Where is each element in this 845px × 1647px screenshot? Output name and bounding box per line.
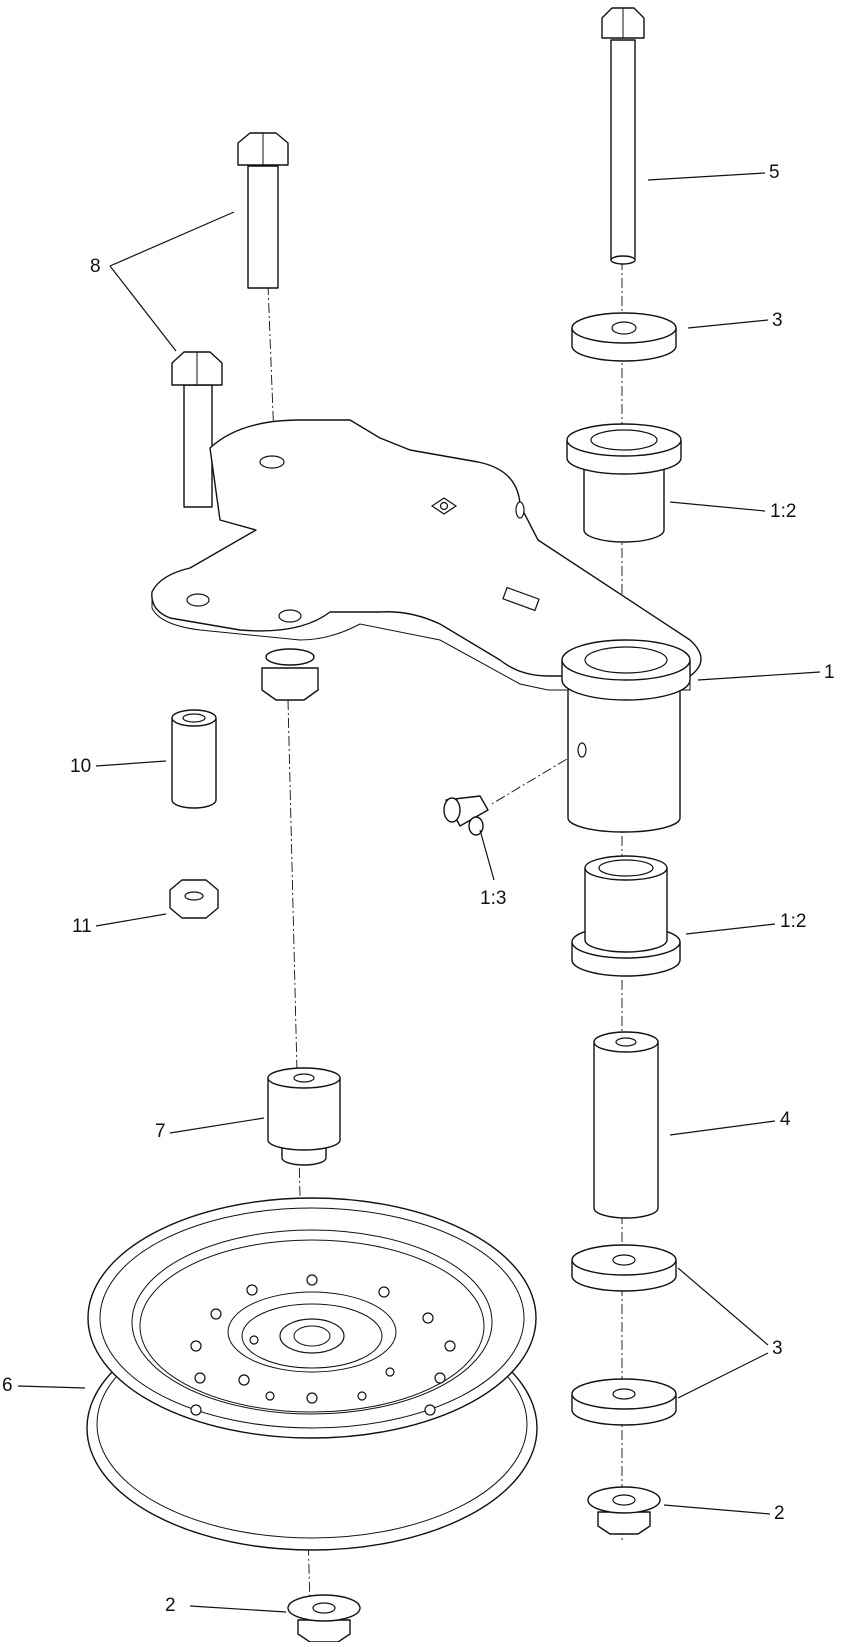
callout-1-2-top: 1:2 bbox=[770, 501, 797, 522]
callout-1-2-bottom: 1:2 bbox=[780, 911, 807, 932]
callout-4: 4 bbox=[780, 1109, 791, 1130]
callout-3-lower: 3 bbox=[772, 1338, 783, 1359]
callout-1: 1 bbox=[824, 662, 835, 683]
callout-3-top: 3 bbox=[772, 310, 783, 331]
callout-8: 8 bbox=[90, 256, 101, 277]
stepped-spacer bbox=[267, 1067, 341, 1166]
leader-lines bbox=[17, 172, 821, 1613]
bolt-long bbox=[601, 7, 645, 265]
bolts-pair bbox=[171, 132, 289, 508]
callout-2-right: 2 bbox=[774, 1503, 785, 1524]
callout-2-bottom: 2 bbox=[165, 1595, 176, 1616]
grease-fitting bbox=[443, 795, 489, 836]
washers-lower bbox=[571, 1244, 677, 1426]
callout-11: 11 bbox=[72, 916, 92, 937]
callout-6: 6 bbox=[2, 1375, 13, 1396]
callout-5: 5 bbox=[769, 162, 780, 183]
pulley bbox=[86, 1197, 538, 1551]
washer-top bbox=[571, 312, 677, 362]
callout-7: 7 bbox=[155, 1121, 166, 1142]
callout-10: 10 bbox=[70, 756, 92, 777]
bracket-plate bbox=[151, 419, 702, 833]
nut bbox=[169, 879, 219, 919]
spacer-long bbox=[593, 1031, 659, 1219]
flange-nuts bbox=[287, 1486, 661, 1643]
bushing-top bbox=[566, 423, 682, 543]
spacer-short bbox=[171, 709, 217, 809]
callout-1-3: 1:3 bbox=[480, 888, 507, 909]
bushing-bottom bbox=[571, 855, 681, 977]
